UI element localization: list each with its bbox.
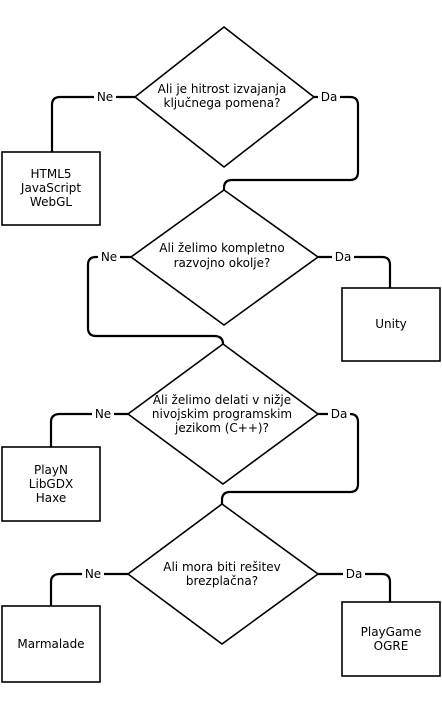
result-marmalade-line-1: Marmalade xyxy=(17,637,84,651)
edge-label-d4-da: Da xyxy=(346,567,363,581)
decision-speed-line-1: Ali je hitrost izvajanja xyxy=(158,82,287,96)
edge-label-d1-da: Da xyxy=(321,90,338,104)
edge-label-d2-ne: Ne xyxy=(101,250,117,264)
result-playn: PlayN LibGDX Haxe xyxy=(1,446,101,522)
connector-d4-ne xyxy=(49,572,128,606)
decision-low-level-line-1: Ali želimo delati v nižje xyxy=(153,393,291,407)
result-playn-box xyxy=(1,446,101,522)
result-marmalade: Marmalade xyxy=(1,605,101,683)
connector-d1-da xyxy=(222,95,360,190)
decision-speed: Ali je hitrost izvajanja ključnega pomen… xyxy=(133,25,316,169)
connector-d2-ne xyxy=(86,255,225,345)
result-playn-line-2: LibGDX xyxy=(29,477,73,491)
connector-d3-da xyxy=(220,412,360,504)
edge-label-d2-da: Da xyxy=(335,250,352,264)
result-html5-box xyxy=(1,151,101,226)
decision-low-level: Ali želimo delati v nižje nivojskim prog… xyxy=(126,343,320,485)
decision-free-diamond xyxy=(126,503,320,645)
edge-label-d3-ne: Ne xyxy=(95,407,111,421)
result-unity-line-1: Unity xyxy=(375,317,407,331)
result-unity-box xyxy=(341,287,441,362)
edge-label-d3-da: Da xyxy=(331,407,348,421)
decision-low-level-line-3: jezikom (C++)? xyxy=(174,421,269,435)
result-playn-line-3: Haxe xyxy=(36,491,67,505)
connectors xyxy=(49,95,392,606)
decision-environment-diamond xyxy=(129,189,320,326)
result-html5-line-3: WebGL xyxy=(30,195,72,209)
result-unity: Unity xyxy=(341,287,441,362)
decision-low-level-line-2: nivojskim programskim xyxy=(152,407,292,421)
decision-free: Ali mora biti rešitev brezplačna? xyxy=(126,503,320,645)
edge-label-d1-ne: Ne xyxy=(97,90,113,104)
edge-label-d4-ne: Ne xyxy=(85,567,101,581)
decision-environment-line-2: razvojno okolje? xyxy=(174,256,271,270)
decision-low-level-diamond xyxy=(126,343,320,485)
connector-d1-ne xyxy=(50,95,135,152)
connector-d2-da xyxy=(318,255,392,288)
result-playgame: PlayGame OGRE xyxy=(341,601,441,677)
result-playn-line-1: PlayN xyxy=(34,463,68,477)
connector-d3-ne xyxy=(49,412,128,447)
result-playgame-box xyxy=(341,601,441,677)
result-playgame-line-1: PlayGame xyxy=(361,625,422,639)
decision-environment: Ali želimo kompletno razvojno okolje? xyxy=(129,189,320,326)
result-html5: HTML5 JavaScript WebGL xyxy=(1,151,101,226)
decision-speed-line-2: ključnega pomena? xyxy=(164,96,281,110)
result-html5-line-2: JavaScript xyxy=(20,181,81,195)
result-playgame-line-2: OGRE xyxy=(374,639,409,653)
decision-speed-diamond xyxy=(133,25,316,169)
decision-free-line-2: brezplačna? xyxy=(186,574,258,588)
decision-environment-line-1: Ali želimo kompletno xyxy=(159,241,284,255)
edge-labels: Ne Da Ne Da Ne Da Ne Da xyxy=(82,89,365,582)
decision-free-line-1: Ali mora biti rešitev xyxy=(163,560,280,574)
connector-d4-da xyxy=(318,572,392,602)
result-html5-line-1: HTML5 xyxy=(30,167,71,181)
result-marmalade-box xyxy=(1,605,101,683)
